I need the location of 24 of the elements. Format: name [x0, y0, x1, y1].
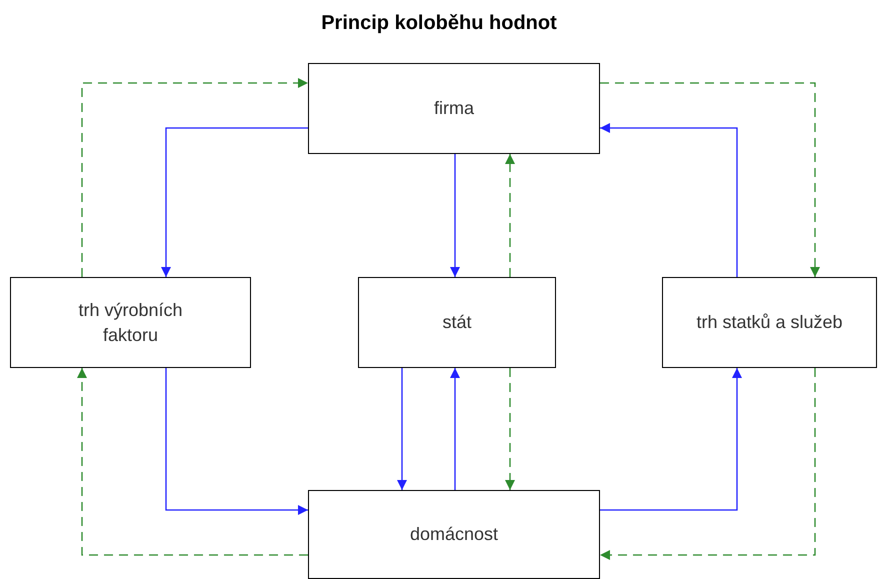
arrow [450, 368, 460, 490]
process-box [10, 277, 251, 368]
box-label: domácnost [410, 523, 498, 546]
dashed-arrow [505, 368, 515, 490]
dashed-arrow [81, 78, 308, 277]
process-box [358, 277, 556, 368]
dashed-arrow [600, 368, 816, 560]
arrow [600, 368, 742, 511]
dashed-arrow [600, 82, 820, 277]
box-label: firma [434, 97, 474, 120]
box-label: stát [442, 311, 472, 334]
process-box [308, 63, 600, 154]
box-label: trh statků a služeb [696, 311, 843, 334]
arrow [600, 123, 738, 277]
dashed-arrow [505, 154, 515, 277]
arrow [161, 127, 308, 277]
box-label: trh výrobních faktoru [77, 299, 184, 346]
arrow [450, 154, 460, 277]
arrow [397, 368, 407, 490]
diagram-title: Princip koloběhu hodnot [320, 12, 558, 35]
arrow [165, 368, 308, 515]
process-box [308, 490, 600, 579]
process-box [662, 277, 877, 368]
dashed-arrow [77, 368, 308, 556]
